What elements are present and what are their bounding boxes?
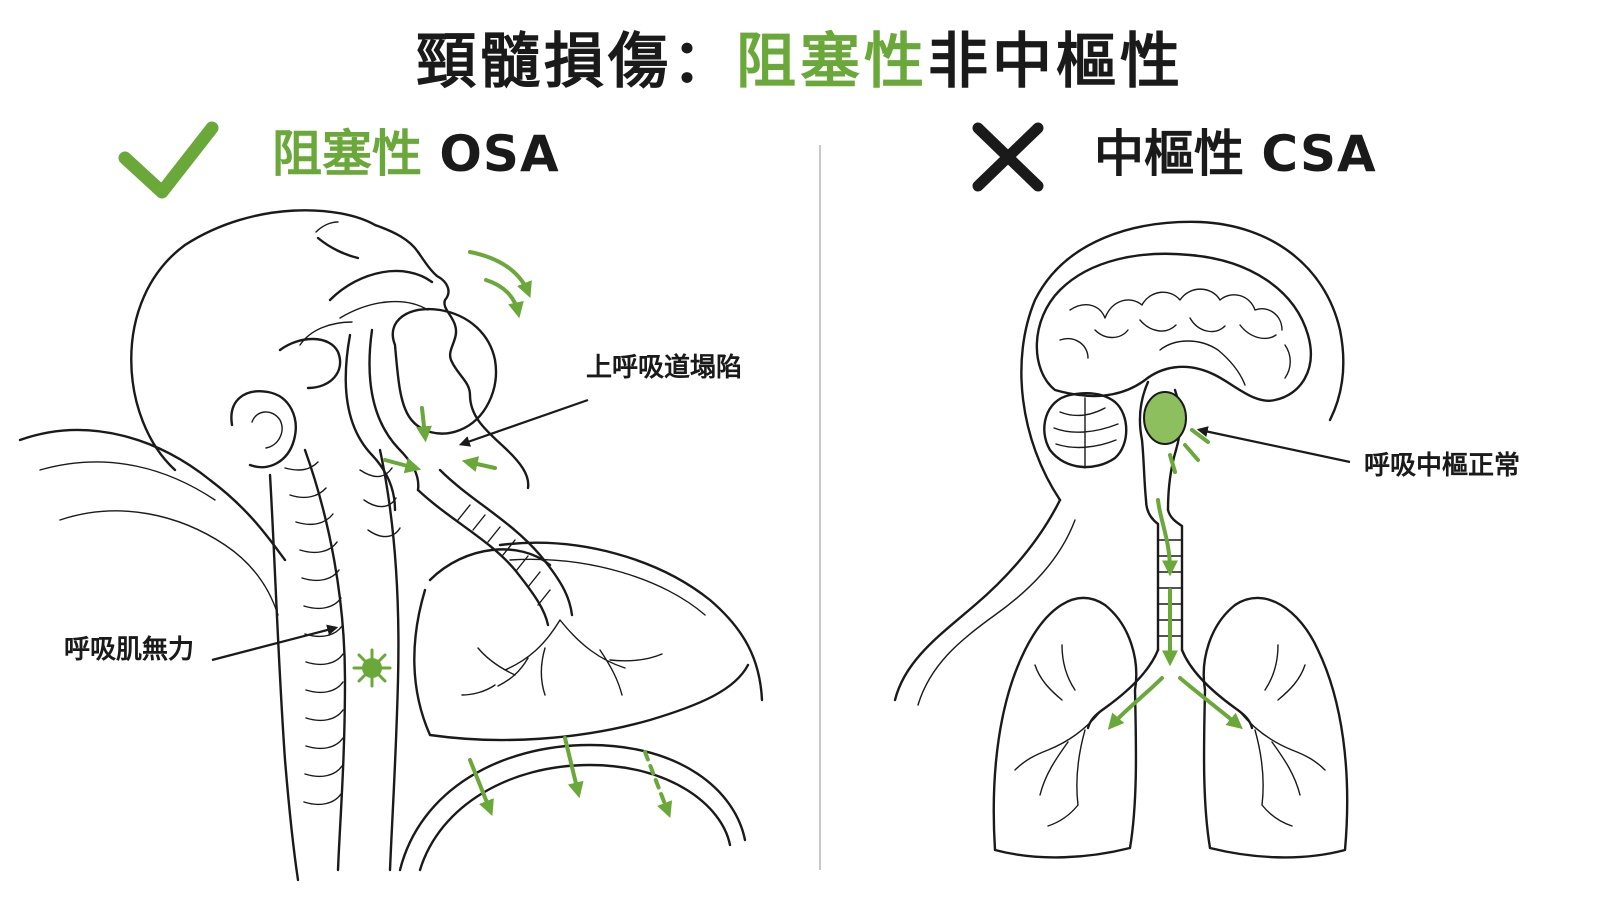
- osa-heading: 阻塞性 OSA: [272, 122, 560, 186]
- leader-line-airway: [458, 398, 589, 447]
- title-prefix: 頸髓損傷：: [416, 27, 736, 97]
- title-suffix: 非中樞性: [928, 27, 1184, 97]
- osa-heading-en: OSA: [439, 125, 560, 183]
- csa-signal-arrows: [1107, 498, 1243, 730]
- check-icon: [118, 121, 219, 199]
- csa-heading: 中樞性 CSA: [1094, 122, 1377, 186]
- label-center-normal: 呼吸中樞正常: [1364, 451, 1521, 481]
- label-airway-collapse: 上呼吸道塌陷: [586, 353, 743, 383]
- cross-icon: [972, 122, 1044, 192]
- csa-brain-lungs-illustration: [893, 220, 1349, 859]
- leader-line-center: [1196, 426, 1351, 464]
- osa-heading-cn: 阻塞性: [272, 125, 422, 183]
- spinal-injury-marker: [352, 648, 392, 688]
- osa-airflow-arrows: [383, 250, 673, 818]
- title-highlight: 阻塞性: [736, 27, 928, 97]
- page-title: 頸髓損傷：阻塞性非中樞性: [0, 22, 1600, 102]
- csa-heading-en: CSA: [1261, 125, 1377, 183]
- label-muscle-weakness: 呼吸肌無力: [64, 635, 195, 665]
- csa-heading-cn: 中樞性: [1094, 125, 1244, 183]
- leader-line-muscle: [211, 624, 339, 662]
- respiratory-center: [1143, 391, 1210, 474]
- osa-head-illustration: [18, 209, 764, 882]
